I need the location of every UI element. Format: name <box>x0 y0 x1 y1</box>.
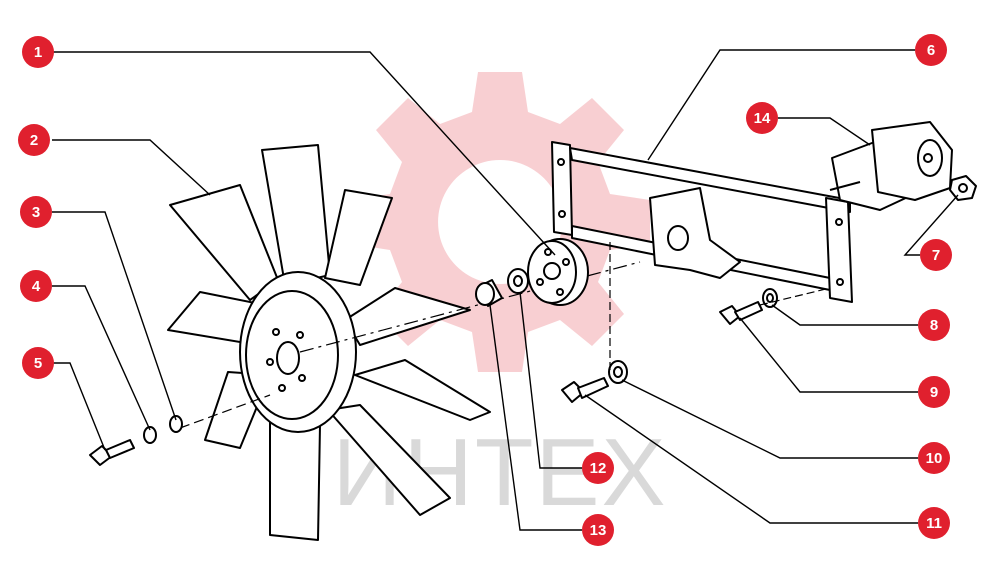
callout-3: 3 <box>20 196 52 228</box>
fan-blade <box>324 189 393 286</box>
callout-1: 1 <box>22 36 54 68</box>
leader-line-8 <box>771 304 918 326</box>
motor-shaft <box>923 153 933 163</box>
callout-9: 9 <box>918 376 950 408</box>
bolt <box>89 439 135 466</box>
fan-bolt-hole <box>272 328 280 336</box>
callout-label: 10 <box>926 450 943 467</box>
bracket-left-plate <box>551 141 573 236</box>
bolt <box>561 377 609 403</box>
washer-hole <box>613 366 623 378</box>
bolt-axis-line <box>179 394 271 429</box>
callout-label: 7 <box>932 247 940 264</box>
leader-line-11 <box>584 394 918 524</box>
spacer-end <box>475 282 495 306</box>
callout-4: 4 <box>20 270 52 302</box>
assembly-axis-line <box>299 261 641 353</box>
motor-shaft-line <box>829 181 861 191</box>
bracket-center-block <box>649 187 741 279</box>
leader-lines <box>52 49 959 531</box>
bolt-shank <box>734 301 763 321</box>
callout-label: 12 <box>590 460 607 477</box>
bolt-shank <box>105 439 135 459</box>
fan-blade <box>169 184 279 301</box>
callout-label: 1 <box>34 44 42 61</box>
washer <box>507 268 529 294</box>
callout-label: 5 <box>34 355 42 372</box>
leader-line-3 <box>52 211 177 421</box>
parts-group <box>89 121 977 541</box>
fan-blade <box>269 419 321 541</box>
fan-bolt-hole <box>296 331 304 339</box>
callout-5: 5 <box>22 347 54 379</box>
bracket-bolt-hole <box>558 210 566 218</box>
bracket-top-bar <box>569 147 851 213</box>
callout-label: 2 <box>30 132 38 149</box>
fan-hub-flange <box>527 238 589 306</box>
callout-label: 8 <box>930 317 938 334</box>
bracket-bolt-hole <box>836 278 844 286</box>
callout-6: 6 <box>915 34 947 66</box>
washer-hole <box>766 293 774 303</box>
leader-line-5 <box>52 362 106 451</box>
spacer-bushing <box>475 279 503 307</box>
washer <box>762 288 778 308</box>
callout-label: 4 <box>32 278 41 295</box>
bolt <box>719 301 763 325</box>
flange-hole <box>544 248 552 256</box>
callout-label: 9 <box>930 384 938 401</box>
washer <box>143 426 157 444</box>
mounting-bracket <box>551 141 853 303</box>
bracket-right-plate <box>825 197 853 303</box>
callout-12: 12 <box>582 452 614 484</box>
leader-line-14 <box>778 117 871 146</box>
fan-bolt-hole <box>298 374 306 382</box>
flange-hole <box>556 288 564 296</box>
leader-line-10 <box>621 379 918 459</box>
washer-hole <box>513 275 523 287</box>
callout-label: 14 <box>754 110 771 127</box>
flange-hole <box>562 258 570 266</box>
fan-blade <box>354 359 491 421</box>
washer <box>608 360 628 384</box>
callout-13: 13 <box>582 514 614 546</box>
bolt-shank <box>577 377 609 399</box>
callout-10: 10 <box>918 442 950 474</box>
leader-line-6 <box>647 49 915 161</box>
callout-label: 3 <box>32 204 40 221</box>
callout-badges: 1 2 3 4 5 6 7 8 9 10 11 12 13 14 <box>18 34 952 546</box>
flange-center <box>543 262 561 280</box>
leader-line-12 <box>519 291 582 469</box>
callout-label: 11 <box>926 515 942 532</box>
fan-center-hole <box>276 341 300 375</box>
fan-blade <box>327 404 451 516</box>
fan-blade-assembly <box>167 144 491 541</box>
callout-8: 8 <box>918 309 950 341</box>
leader-line-1 <box>52 51 556 256</box>
bracket-bolt-hole <box>835 218 843 226</box>
callout-7: 7 <box>920 239 952 271</box>
callout-2: 2 <box>18 124 50 156</box>
leader-line-13 <box>489 304 582 531</box>
bracket-hole <box>667 225 689 251</box>
callout-11: 11 <box>918 507 950 539</box>
bolt-axis-line <box>759 287 831 306</box>
callout-14: 14 <box>746 102 778 134</box>
nut <box>949 175 977 201</box>
leader-line-9 <box>739 317 918 393</box>
leader-line-4 <box>52 285 151 431</box>
nut-hole <box>958 183 968 193</box>
callout-label: 6 <box>927 42 935 59</box>
pump-motor <box>829 121 953 211</box>
leader-line-2 <box>52 139 211 196</box>
fan-bolt-hole <box>278 384 286 392</box>
bracket-bolt-hole <box>557 158 565 166</box>
fan-bolt-hole <box>266 358 274 366</box>
callout-label: 13 <box>590 522 607 539</box>
washer <box>169 415 183 433</box>
leader-line-7 <box>903 194 959 256</box>
flange-hole <box>536 278 544 286</box>
